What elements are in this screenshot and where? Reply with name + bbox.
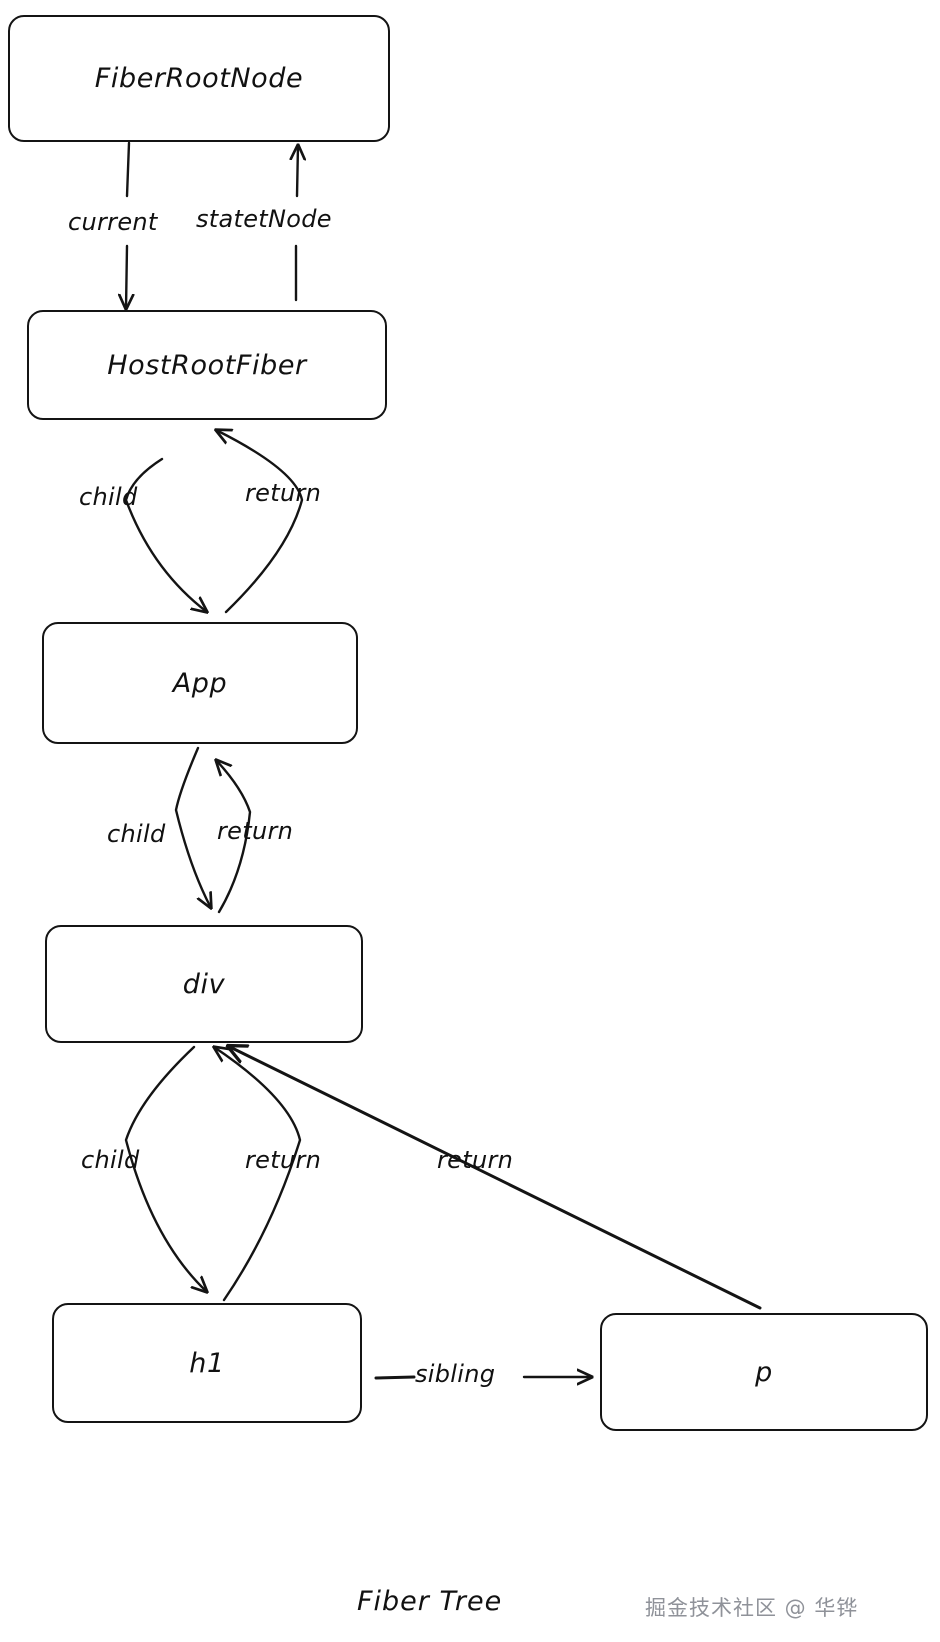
edge-statetnode-arrow [297,145,298,198]
edge-label-return-div-app: return [217,817,294,845]
node-app[interactable]: App [42,622,358,744]
node-label-p: p [755,1356,773,1388]
edge-return-p-div [228,1046,762,1310]
edge-label-sibling-h1-p: sibling [415,1360,496,1388]
edge-label-return-app-hostroot: return [245,479,322,507]
edge-child-app-div [174,746,211,908]
edge-current-arrow [126,244,127,309]
node-div[interactable]: div [45,925,363,1043]
node-label-app: App [172,667,228,699]
node-label-host-root-fiber: HostRootFiber [107,349,307,381]
node-label-div: div [182,968,226,1000]
edge-label-current: current [68,208,158,236]
node-label-h1: h1 [189,1347,225,1379]
watermark-text: 掘金技术社区 @ 华铧 [645,1596,859,1620]
edge-label-child-div-h1: child [81,1146,140,1174]
edge-current-line [125,141,131,198]
node-h1[interactable]: h1 [52,1303,362,1423]
edge-label-child-app-div: child [107,820,166,848]
edge-label-statetnode: statetNode [196,205,332,233]
edge-label-return-p-div: return [437,1146,514,1174]
edge-sibling-h1-p-left [374,1375,416,1380]
node-fiber-root-node[interactable]: FiberRootNode [8,15,390,142]
node-p[interactable]: p [600,1313,928,1431]
node-label-fiber-root-node: FiberRootNode [94,63,304,94]
edge-child-hostroot-app [124,457,207,612]
node-host-root-fiber[interactable]: HostRootFiber [27,310,387,420]
edge-label-return-h1-div: return [245,1146,322,1174]
edge-label-child-hostroot-app: child [79,483,138,511]
diagram-caption: Fiber Tree [357,1586,503,1617]
edge-return-app-hostroot [216,430,304,614]
